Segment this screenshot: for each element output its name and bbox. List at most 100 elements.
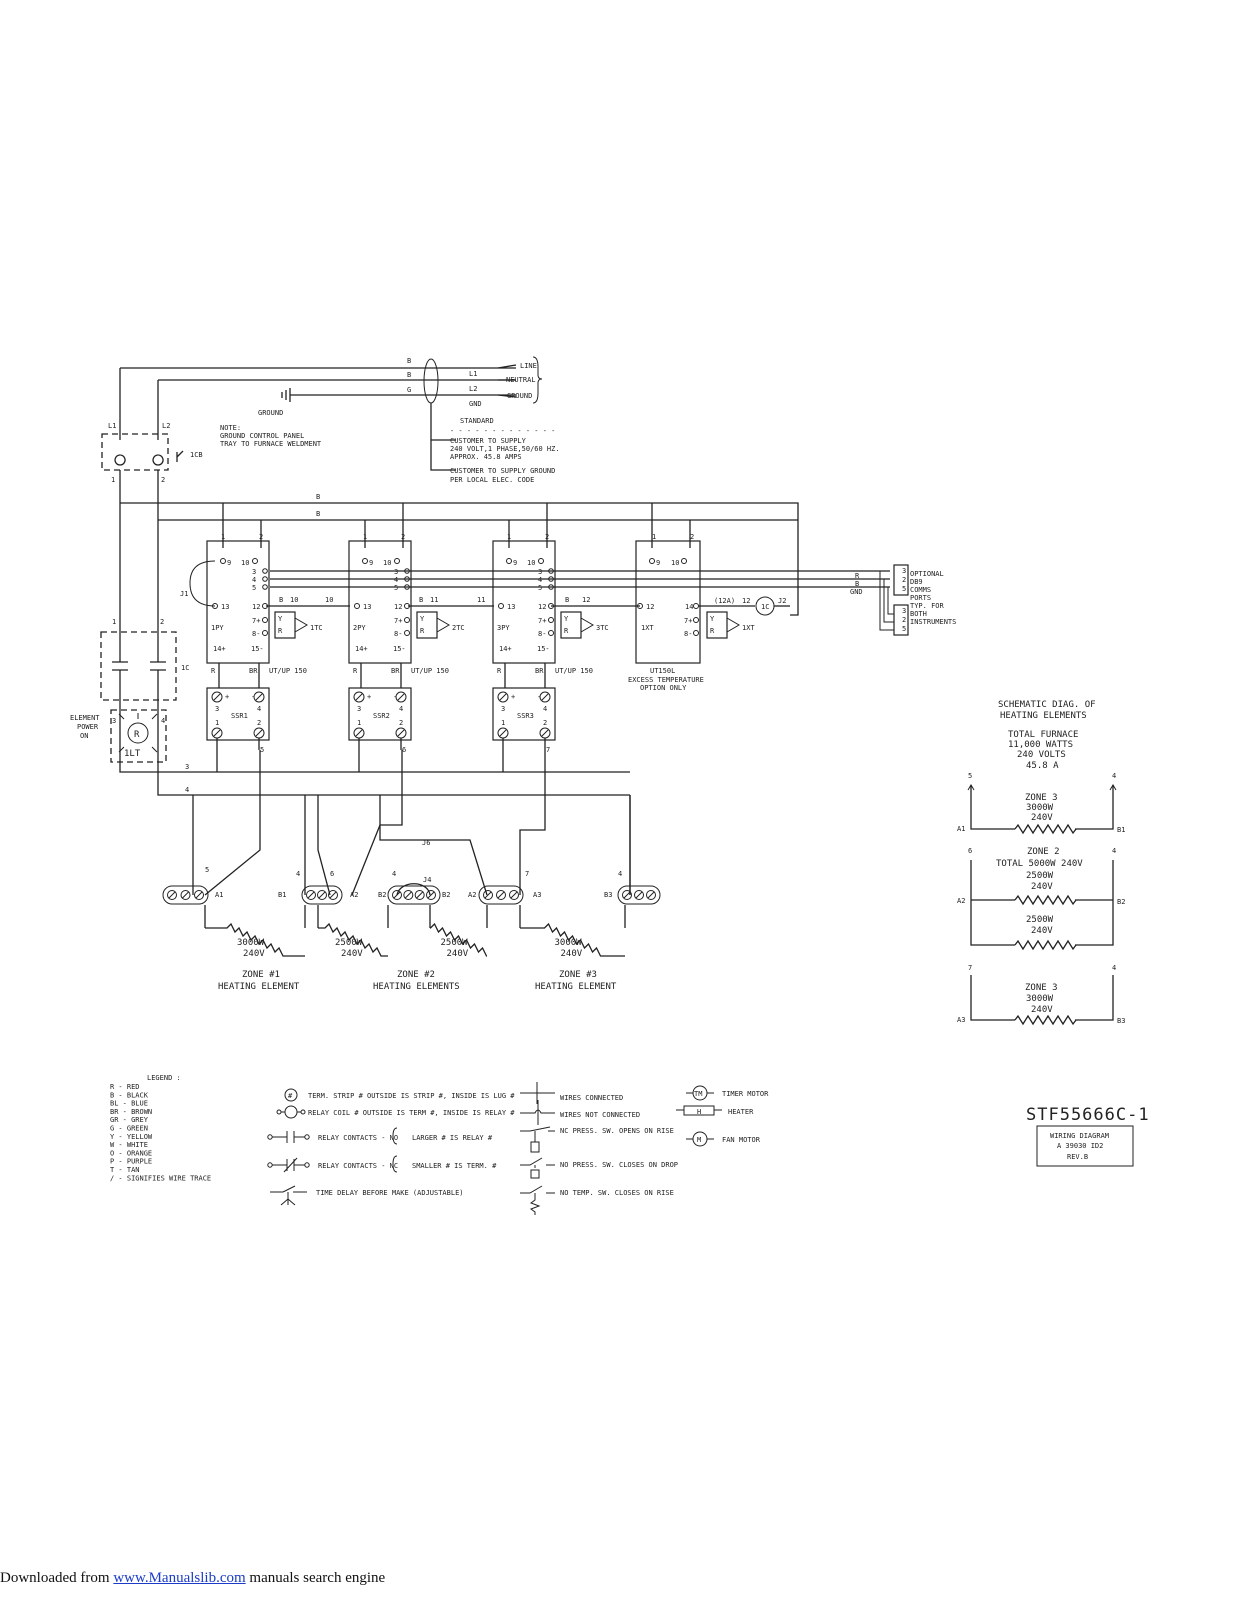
svg-text:PORTS: PORTS xyxy=(910,594,931,602)
screw-slot xyxy=(510,891,518,899)
thermocouple-icon xyxy=(436,617,450,633)
r-label: R xyxy=(353,667,358,675)
svg-text:12: 12 xyxy=(646,603,654,611)
svg-text:2500W: 2500W xyxy=(1026,915,1054,925)
svg-text:LARGER # IS RELAY #: LARGER # IS RELAY # xyxy=(412,1134,493,1142)
svg-text:B: B xyxy=(407,357,411,365)
jumper-j1 xyxy=(189,560,216,607)
svg-text:7: 7 xyxy=(968,964,972,972)
svg-text:B: B xyxy=(419,596,423,604)
term-9 xyxy=(506,558,512,564)
screw-terminal-icon xyxy=(426,890,436,900)
term-9-label: 9 xyxy=(227,559,231,567)
svg-text:7: 7 xyxy=(525,870,529,878)
term-14-label: 14+ xyxy=(499,645,512,653)
term-1-label: 1 xyxy=(221,533,225,541)
screw-slot xyxy=(541,729,549,737)
svg-text:UT150L: UT150L xyxy=(650,667,675,675)
controller-body xyxy=(492,540,556,664)
svg-text:TRAY TO FURNACE WELDMENT: TRAY TO FURNACE WELDMENT xyxy=(220,440,322,448)
terminal-strip xyxy=(617,885,661,905)
ssr-2: 2 xyxy=(399,719,403,727)
ssr-4: 4 xyxy=(257,705,261,713)
svg-text:FAN MOTOR: FAN MOTOR xyxy=(722,1136,761,1144)
pilot-light-1lt: R 1LT 3 4 ELEMENT POWER ON xyxy=(70,709,630,796)
comms-bus: R B GND 3 2 5 3 2 5 OPTIONAL DB9 COMMS P… xyxy=(270,564,956,636)
screw-slot xyxy=(393,891,401,899)
time-delay-icon xyxy=(270,1185,307,1206)
term-10 xyxy=(538,558,544,564)
manualslib-link[interactable]: www.Manualslib.com xyxy=(113,1570,246,1586)
element-watts: 3000W xyxy=(237,938,265,948)
ssr-1: 1 xyxy=(357,719,361,727)
screw-terminal-icon xyxy=(646,890,656,900)
screw-terminal-icon xyxy=(622,890,632,900)
ssr-wire xyxy=(504,663,546,690)
svg-text:B2: B2 xyxy=(1117,898,1125,906)
element-volts: 240V xyxy=(447,949,469,959)
ssr-label: SSR3 xyxy=(517,712,534,720)
screw-slot xyxy=(195,891,203,899)
svg-text:ZONE 2: ZONE 2 xyxy=(1027,847,1060,857)
svg-text:4: 4 xyxy=(1112,772,1116,780)
coil-lead xyxy=(519,905,626,928)
heating-coil-icon xyxy=(318,922,388,957)
ssr-out-label: 7 xyxy=(546,746,550,754)
ssr-out xyxy=(358,738,402,772)
comm-term-label: 3 xyxy=(538,568,542,576)
svg-text:5: 5 xyxy=(902,585,906,593)
tc-y: Y xyxy=(564,615,569,623)
controller-name: 3PY xyxy=(497,624,510,632)
svg-text:5: 5 xyxy=(902,625,906,633)
zone-subtitle: HEATING ELEMENT xyxy=(218,982,300,992)
heating-coil-icon xyxy=(205,922,305,957)
screw-slot xyxy=(427,891,435,899)
svg-text:Y: Y xyxy=(710,615,715,623)
terminal-strip xyxy=(301,885,343,905)
term-14-label: 14+ xyxy=(213,645,226,653)
supply-block: B B G L1 L2 GND LINE NEUTRAL GROUND GROU… xyxy=(120,356,560,484)
ssr-minus: - xyxy=(537,693,541,701)
legend-color-entry: T - TAN xyxy=(110,1166,140,1174)
footer-suffix: manuals search engine xyxy=(245,1570,386,1586)
term-10 xyxy=(252,558,258,564)
svg-text:TIMER MOTOR: TIMER MOTOR xyxy=(722,1090,769,1098)
svg-text:240V: 240V xyxy=(1031,926,1053,936)
svg-text:J2: J2 xyxy=(778,597,786,605)
legend-color-entry: G - GREEN xyxy=(110,1125,148,1133)
svg-text:DB9: DB9 xyxy=(910,578,923,586)
inter-controller-wires: B 10 10 B 11 11 B 12 xyxy=(266,596,640,607)
document-number: STF55666C-1 xyxy=(1026,1105,1150,1125)
svg-text:NO TEMP. SW. CLOSES ON RISE: NO TEMP. SW. CLOSES ON RISE xyxy=(560,1189,674,1197)
ssr-2: 2 xyxy=(257,719,261,727)
term-8 xyxy=(262,630,268,636)
thermocouple-icon xyxy=(294,617,308,633)
svg-text:12: 12 xyxy=(742,597,750,605)
svg-text:2: 2 xyxy=(160,618,164,626)
comm-term-label: 3 xyxy=(252,568,256,576)
circuit-breaker-1cb: L1 L2 1CB 1 2 xyxy=(101,368,203,615)
ssr-3: 3 xyxy=(215,705,219,713)
term-15-label: 15- xyxy=(393,645,406,653)
term-13-label: 13 xyxy=(507,603,515,611)
svg-text:TOTAL FURNACE: TOTAL FURNACE xyxy=(1008,730,1078,740)
br-label: BR xyxy=(535,667,544,675)
comm-term-label: 3 xyxy=(394,568,398,576)
screw-terminal-icon xyxy=(392,890,402,900)
element-term-left: A3 xyxy=(533,891,541,899)
svg-text:1: 1 xyxy=(112,618,116,626)
supply-wire xyxy=(508,503,548,548)
screw-terminal-icon xyxy=(180,890,191,900)
r-label: R xyxy=(211,667,216,675)
screw-slot xyxy=(255,729,263,737)
ssr-out-label: 6 xyxy=(402,746,406,754)
element-term-right: B1 xyxy=(278,891,286,899)
svg-text:3: 3 xyxy=(902,607,906,615)
svg-text:B: B xyxy=(316,493,320,501)
svg-text:WIRES NOT CONNECTED: WIRES NOT CONNECTED xyxy=(560,1111,640,1119)
terminal-strip xyxy=(478,885,524,905)
tc-r: R xyxy=(564,627,569,635)
term-13 xyxy=(354,603,360,609)
